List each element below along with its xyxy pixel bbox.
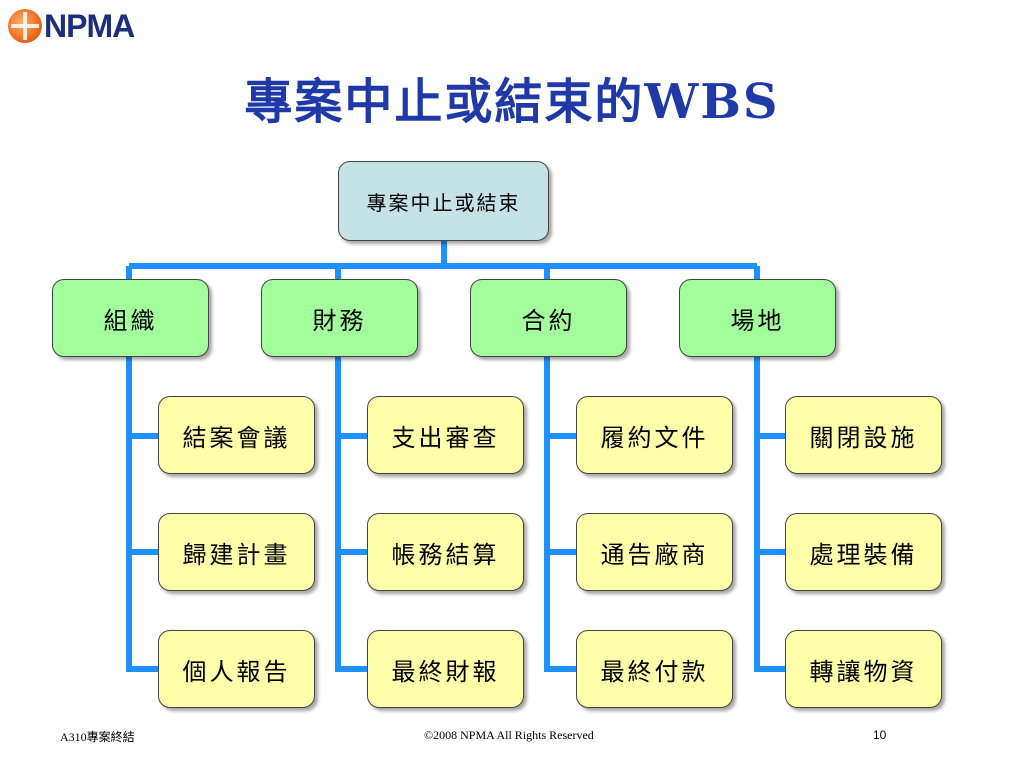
wbs-leaf: 支出審查 <box>367 396 524 474</box>
wbs-branch-site: 場地 <box>679 279 836 357</box>
footer-page-number: 10 <box>873 728 887 742</box>
footer-copyright: ©2008 NPMA All Rights Reserved <box>424 728 594 742</box>
wbs-root-node: 專案中止或結束 <box>338 161 549 241</box>
connector-spine-3 <box>544 356 576 672</box>
wbs-leaf: 處理裝備 <box>785 513 942 591</box>
wbs-leaf: 通告廠商 <box>576 513 733 591</box>
logo-text: NPMA <box>44 8 135 44</box>
wbs-leaf: 最終財報 <box>367 630 524 708</box>
wbs-leaf: 帳務結算 <box>367 513 524 591</box>
wbs-leaf: 關閉設施 <box>785 396 942 474</box>
connector-spine-4 <box>754 356 785 672</box>
page-title: 專案中止或結束的WBS <box>244 74 780 130</box>
wbs-leaf: 轉讓物資 <box>785 630 942 708</box>
wbs-leaf: 歸建計畫 <box>158 513 315 591</box>
footer-course-code: A310專案終結 <box>60 730 135 744</box>
wbs-branch-organization: 組織 <box>52 279 209 357</box>
wbs-leaf: 個人報告 <box>158 630 315 708</box>
wbs-leaf: 履約文件 <box>576 396 733 474</box>
wbs-leaf: 最終付款 <box>576 630 733 708</box>
connector-spine-1 <box>126 356 158 672</box>
npma-logo: NPMA <box>8 6 143 46</box>
connector-spine-2 <box>335 356 367 672</box>
wbs-branch-contract: 合約 <box>470 279 627 357</box>
wbs-leaf: 結案會議 <box>158 396 315 474</box>
globe-icon <box>8 9 42 43</box>
wbs-branch-finance: 財務 <box>261 279 418 357</box>
